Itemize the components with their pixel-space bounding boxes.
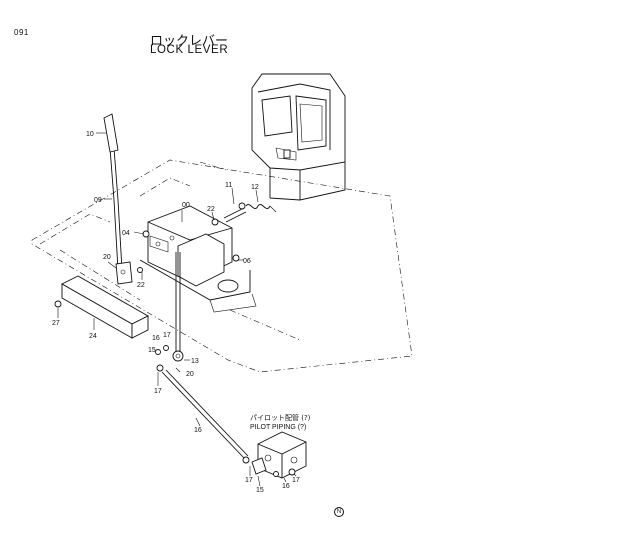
pilot-piping-note: パイロット配管 (?) PILOT PIPING (?) bbox=[250, 414, 310, 432]
lever-rod-09 bbox=[103, 113, 133, 285]
floor-plate bbox=[31, 159, 413, 373]
note-english: PILOT PIPING (?) bbox=[250, 424, 307, 431]
page-number: 091 bbox=[14, 28, 29, 37]
callout-label: 22 bbox=[207, 206, 215, 213]
small-bolts bbox=[54, 218, 240, 308]
connecting-rod-16 bbox=[155, 345, 250, 464]
callout-label: 16 bbox=[152, 335, 160, 342]
callout-label: 16 bbox=[282, 483, 290, 490]
pilot-valve bbox=[251, 431, 307, 479]
callout-label: 15 bbox=[256, 487, 264, 494]
callout-label: 17 bbox=[163, 332, 171, 339]
link-rod bbox=[172, 252, 184, 362]
callout-label: 15 bbox=[148, 347, 156, 354]
callout-label: 20 bbox=[103, 254, 111, 261]
callout-label: 09 bbox=[94, 197, 102, 204]
callout-label: 10 bbox=[86, 131, 94, 138]
callout-label: 13 bbox=[191, 358, 199, 365]
callout-label: 04 bbox=[122, 230, 130, 237]
callout-label: 22 bbox=[137, 282, 145, 289]
lock-cover-00 bbox=[139, 205, 257, 313]
callout-labels: 10 09 00 11 12 22 04 06 20 22 27 24 16 1… bbox=[52, 131, 300, 494]
callout-label: 24 bbox=[89, 333, 97, 340]
callout-label: 20 bbox=[186, 371, 194, 378]
callout-label: 16 bbox=[194, 427, 202, 434]
callout-label: 11 bbox=[225, 182, 232, 189]
callout-label: 27 bbox=[52, 320, 60, 327]
bolt-11-spring-12 bbox=[223, 202, 277, 223]
callout-label: 17 bbox=[154, 388, 162, 395]
note-japanese: パイロット配管 (?) bbox=[250, 414, 311, 422]
callout-label: 17 bbox=[245, 477, 253, 484]
bracket-24 bbox=[61, 275, 149, 339]
title-japanese: ロックレバー bbox=[150, 34, 229, 49]
title-english: LOCK LEVER bbox=[150, 44, 229, 56]
callout-label: 00 bbox=[182, 202, 190, 209]
callout-label: 17 bbox=[292, 477, 300, 484]
cab-thumbnail bbox=[251, 73, 346, 201]
callout-label: 12 bbox=[251, 184, 259, 191]
leader-lines bbox=[57, 132, 297, 487]
callout-label: 06 bbox=[243, 258, 251, 265]
orientation-mark: N bbox=[334, 507, 344, 517]
